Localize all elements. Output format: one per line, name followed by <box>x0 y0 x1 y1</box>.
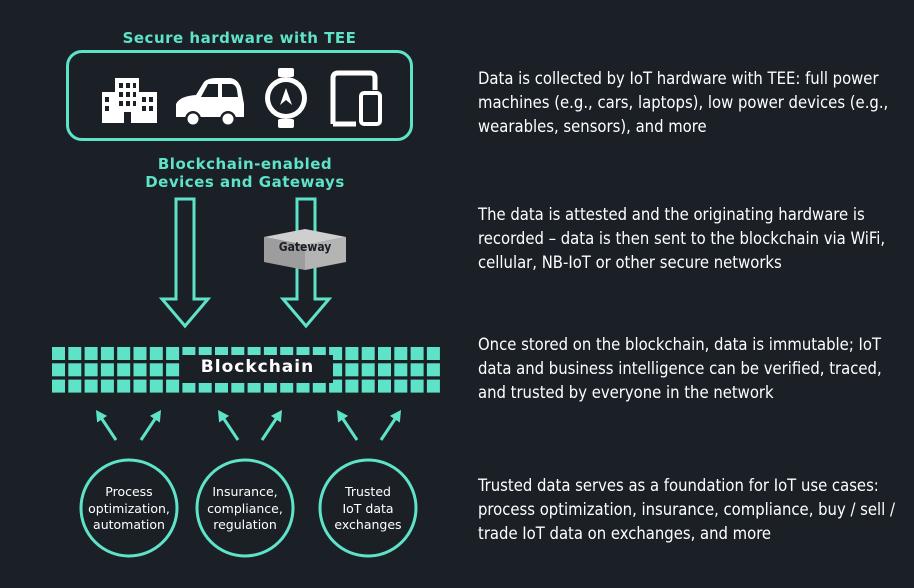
car-icon <box>176 78 244 127</box>
use-case-2-line-3: regulation <box>213 517 277 532</box>
blockchain-label-bg <box>182 355 333 383</box>
use-case-1-line-3: automation <box>93 517 165 532</box>
devices-icon <box>330 70 382 127</box>
block-cell <box>100 363 114 377</box>
use-case-1-line-1: Process <box>105 484 153 499</box>
use-case-2-line-2: compliance, <box>207 500 283 516</box>
use-case-circle-3 <box>318 458 418 558</box>
blockchain-label: Blockchain <box>200 357 315 377</box>
arrow-down-left <box>158 197 212 329</box>
block-cell <box>133 347 147 360</box>
block-cell <box>426 379 440 393</box>
up-arrow-shaft <box>139 416 158 441</box>
block-cell <box>133 363 147 377</box>
block-cell <box>52 363 65 377</box>
description-3: Once stored on the blockchain, data is i… <box>478 335 882 402</box>
up-arrow-shaft <box>340 416 359 441</box>
block-cell <box>84 379 98 393</box>
gateway-label: Gateway <box>278 240 332 254</box>
description-4: Trusted data serves as a foundation for … <box>478 476 896 543</box>
block-cell <box>68 347 82 360</box>
use-case-label-1: Process optimization, automation <box>79 484 179 534</box>
block-cell <box>52 347 65 360</box>
devices-title: Blockchain-enabled Devices and Gateways <box>110 155 380 191</box>
use-case-3-line-3: exchanges <box>334 517 402 532</box>
gateway-box <box>264 229 346 270</box>
use-case-label-2: Insurance, compliance, regulation <box>195 484 295 534</box>
use-case-2-line-1: Insurance, <box>212 484 278 499</box>
block-cell <box>378 347 391 360</box>
up-arrow-shaft <box>379 416 398 441</box>
block-cell <box>52 379 65 393</box>
description-1: Data is collected by IoT hardware with T… <box>478 69 889 136</box>
block-cell <box>117 379 131 393</box>
smartwatch-icon <box>265 68 307 128</box>
use-case-3-line-1: Trusted <box>345 484 391 499</box>
up-arrow-head <box>149 410 161 423</box>
block-cell <box>166 363 180 377</box>
block-cell <box>100 379 114 393</box>
description-2: The data is attested and the originating… <box>478 205 886 272</box>
block-cell <box>426 363 440 377</box>
block-cell <box>117 347 131 360</box>
block-cell <box>426 347 440 360</box>
block-cell <box>149 363 163 377</box>
block-cell <box>361 347 375 360</box>
use-case-label-3: Trusted IoT data exchanges <box>318 484 418 534</box>
block-cell <box>84 347 98 360</box>
up-arrow-shaft <box>221 416 240 441</box>
use-case-circle-2 <box>195 458 295 558</box>
up-arrow-head <box>96 410 108 423</box>
use-case-circle-1 <box>79 458 179 558</box>
block-cell <box>361 379 375 393</box>
up-arrows <box>96 410 401 441</box>
block-cell <box>149 379 163 393</box>
block-cell <box>345 363 359 377</box>
block-cell <box>394 379 408 393</box>
block-cell <box>100 347 114 360</box>
block-cell <box>410 363 424 377</box>
devices-title-line1: Blockchain-enabled <box>157 155 333 173</box>
up-arrow-head <box>218 410 230 423</box>
use-case-1-line-2: optimization, <box>88 500 170 516</box>
block-cell <box>117 363 131 377</box>
block-cell <box>166 379 180 393</box>
block-cell <box>68 363 82 377</box>
block-cell <box>133 379 147 393</box>
up-arrow-head <box>270 410 282 423</box>
block-cell <box>166 347 180 360</box>
block-cell <box>361 363 375 377</box>
block-cell <box>378 379 391 393</box>
hardware-box <box>66 50 413 141</box>
use-case-3-line-2: IoT data <box>342 500 394 516</box>
up-arrow-head <box>389 410 401 423</box>
block-cell <box>394 347 408 360</box>
block-cell <box>84 363 98 377</box>
hardware-title: Secure hardware with TEE <box>122 29 357 47</box>
block-cell <box>345 347 359 360</box>
block-cell <box>410 347 424 360</box>
up-arrow-shaft <box>260 416 279 441</box>
building-icon <box>102 78 157 123</box>
block-cell <box>394 363 408 377</box>
devices-title-line2: Devices and Gateways <box>145 173 345 191</box>
block-cell <box>68 379 82 393</box>
block-cell <box>410 379 424 393</box>
up-arrow-shaft <box>99 416 118 441</box>
up-arrow-head <box>337 410 349 423</box>
arrow-down-right <box>279 197 333 329</box>
block-cell <box>149 347 163 360</box>
block-cell <box>345 379 359 393</box>
block-cell <box>378 363 391 377</box>
